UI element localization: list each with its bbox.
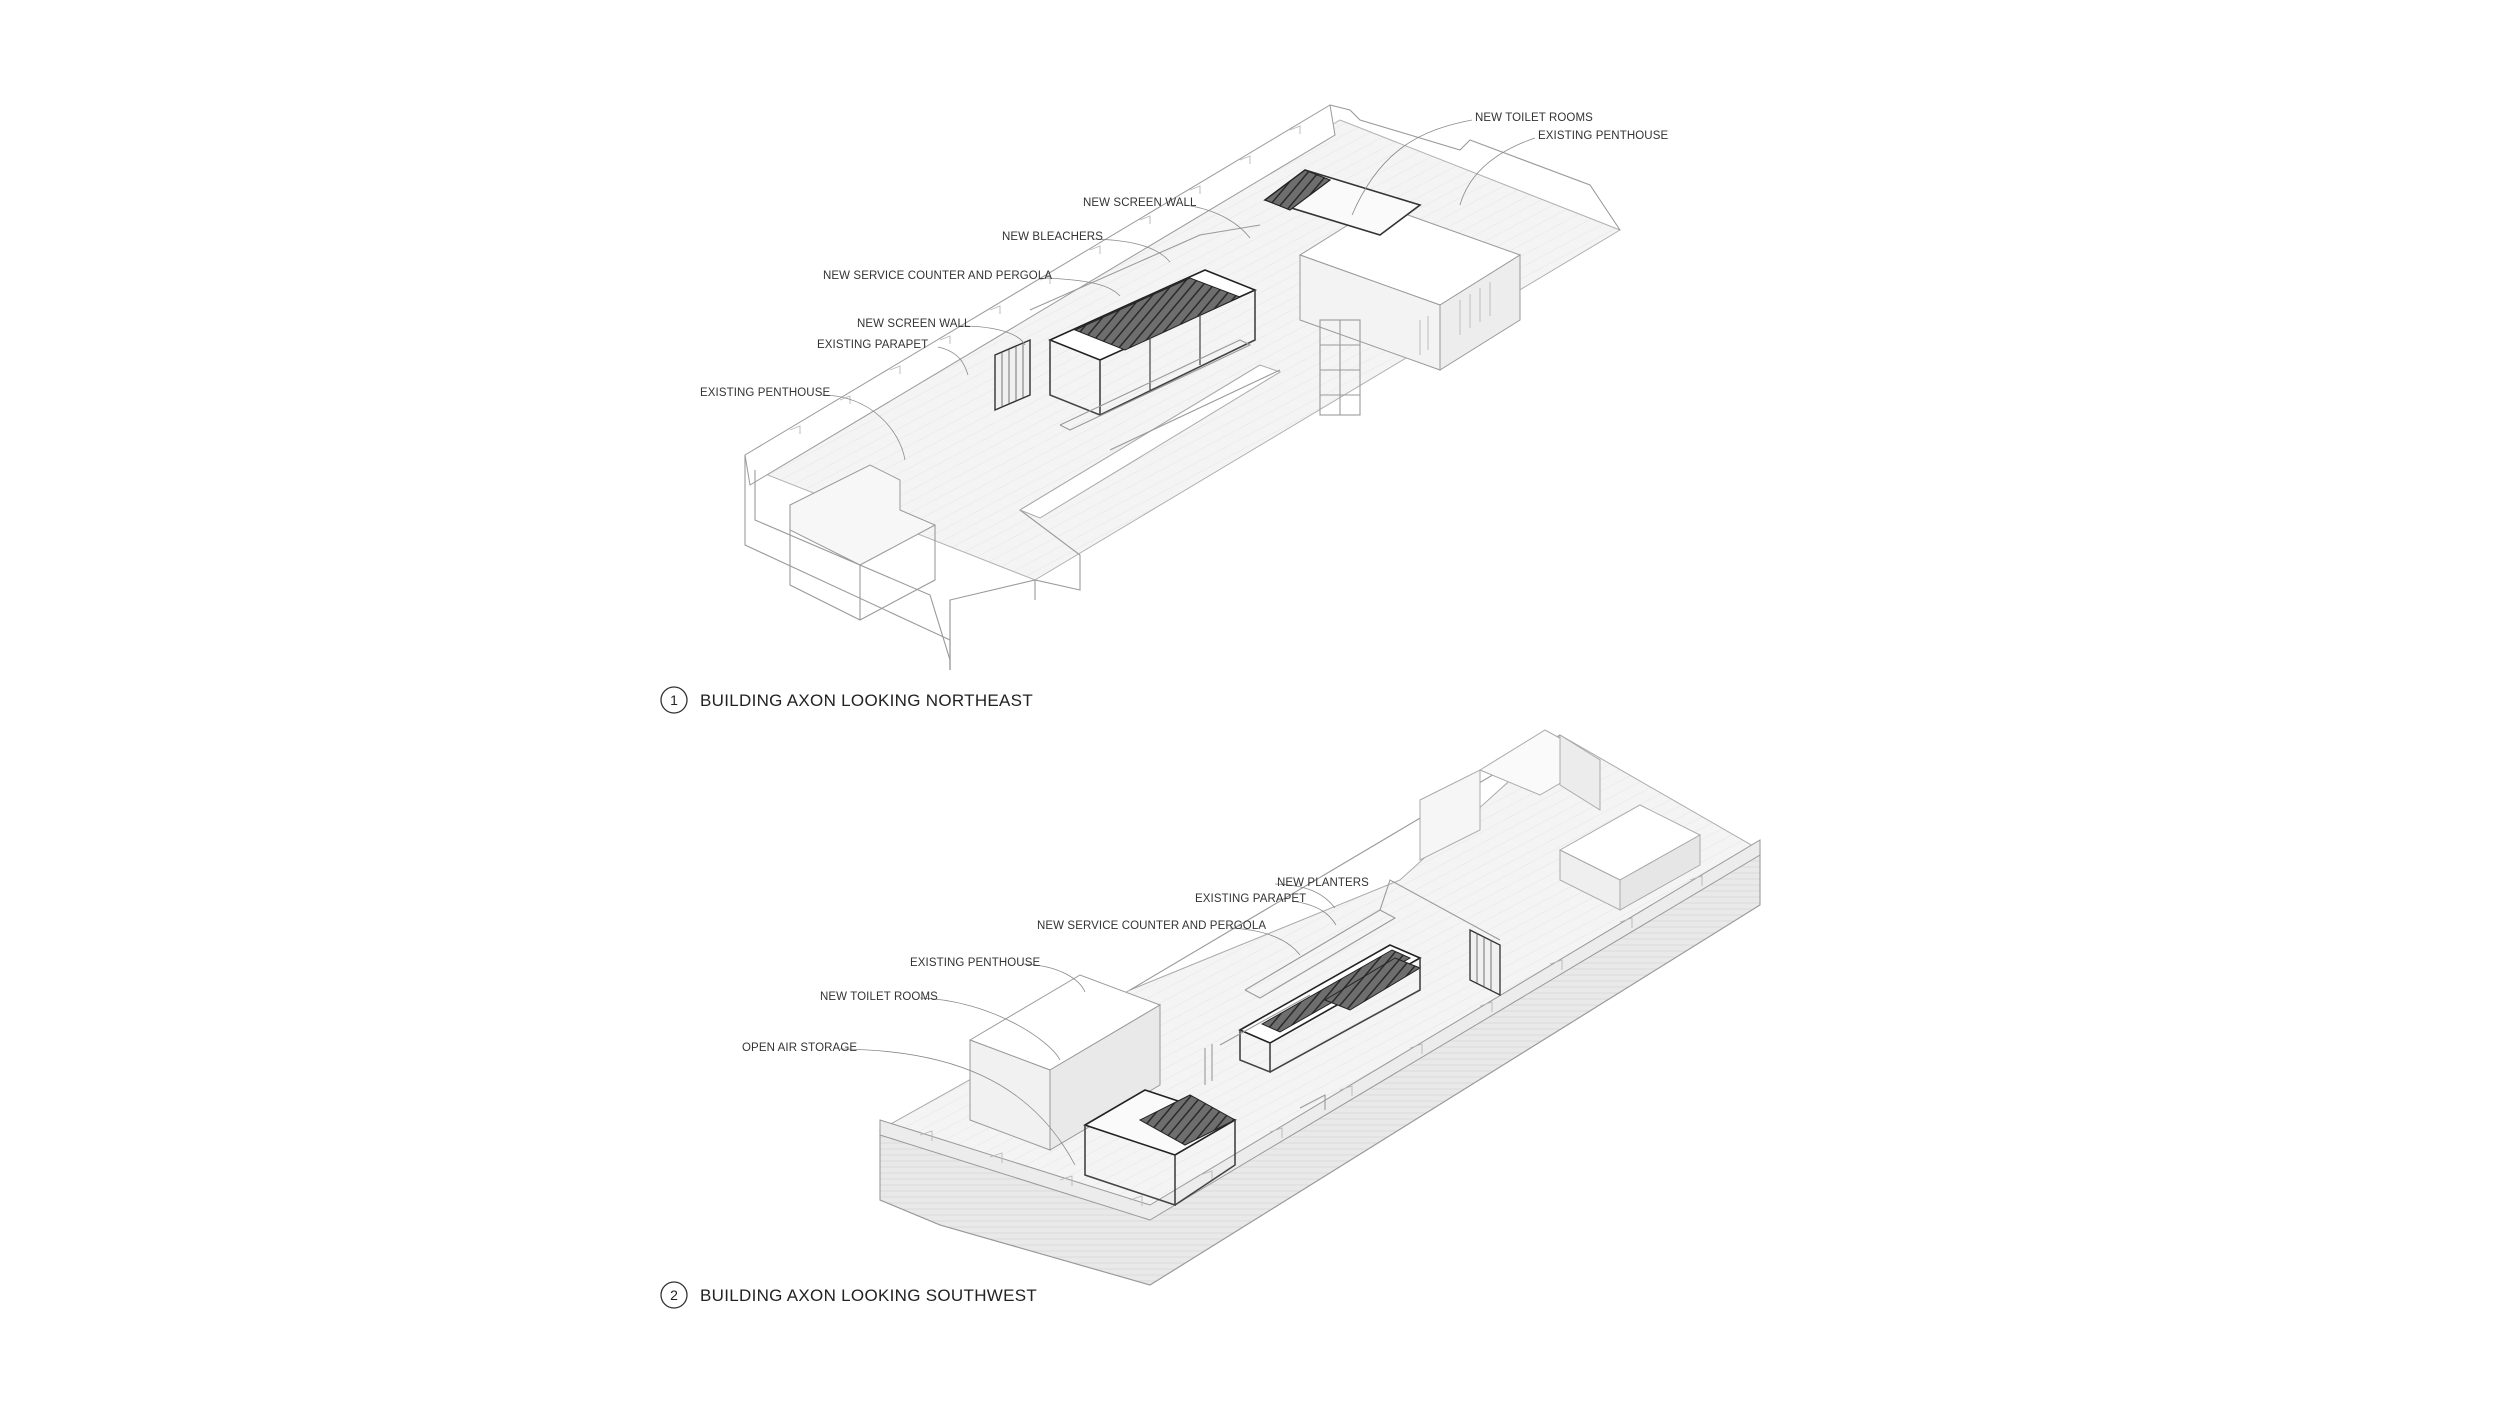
label-new-service-counter-ne: NEW SERVICE COUNTER AND PERGOLA: [823, 270, 1052, 282]
pergola-sw: [1238, 944, 1422, 1074]
label-open-air-storage-sw: OPEN AIR STORAGE: [742, 1042, 857, 1054]
drawing-number-1: 1: [670, 692, 678, 708]
leaders-sw: [839, 883, 1337, 1166]
existing-penthouse-left: [789, 464, 937, 566]
label-existing-parapet-ne: EXISTING PARAPET: [817, 339, 928, 351]
drawing-number-2: 2: [670, 1287, 678, 1303]
label-new-planters-sw: NEW PLANTERS: [1277, 877, 1369, 889]
screen-wall-sw: [1469, 928, 1501, 997]
screen-wall-ne: [994, 338, 1031, 412]
caption-drawing-2: 2 BUILDING AXON LOOKING SOUTHWEST: [660, 1281, 1037, 1309]
label-new-screen-wall-ne: NEW SCREEN WALL: [857, 318, 971, 330]
axon-southwest-drawing: [878, 729, 1761, 1286]
caption-drawing-1: 1 BUILDING AXON LOOKING NORTHEAST: [660, 686, 1033, 714]
label-new-bleachers-ne: NEW BLEACHERS: [1002, 231, 1103, 243]
pergola-ne: [1047, 269, 1258, 417]
label-existing-parapet-sw: EXISTING PARAPET: [1195, 893, 1306, 905]
label-existing-penthouse-ne: EXISTING PENTHOUSE: [700, 387, 830, 399]
caption-title-1: BUILDING AXON LOOKING NORTHEAST: [700, 691, 1033, 710]
label-new-service-counter-sw: NEW SERVICE COUNTER AND PERGOLA: [1037, 920, 1266, 932]
leaders-ne: [821, 119, 1536, 461]
axon-northeast-drawing: [744, 104, 1622, 670]
label-existing-penthouse-sw: EXISTING PENTHOUSE: [910, 957, 1040, 969]
label-existing-penthouse-top-ne: EXISTING PENTHOUSE: [1538, 130, 1668, 142]
caption-title-2: BUILDING AXON LOOKING SOUTHWEST: [700, 1286, 1037, 1305]
parapet-back: [744, 104, 1336, 486]
label-new-screen-wall-top-ne: NEW SCREEN WALL: [1083, 197, 1197, 209]
label-new-toilet-rooms-ne: NEW TOILET ROOMS: [1475, 112, 1593, 124]
label-new-toilet-rooms-sw: NEW TOILET ROOMS: [820, 991, 938, 1003]
new-planters-sw: [1219, 879, 1501, 1046]
